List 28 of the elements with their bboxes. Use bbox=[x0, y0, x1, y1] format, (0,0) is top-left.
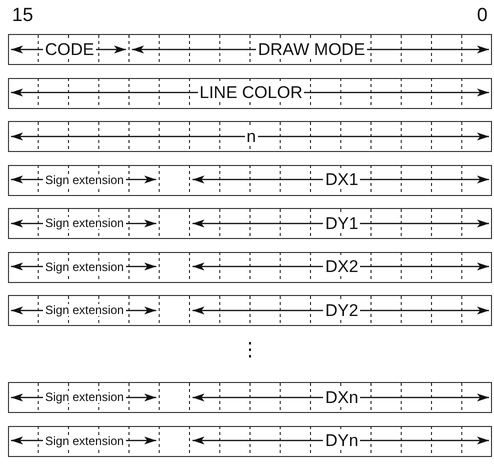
field-label: LINE COLOR bbox=[198, 84, 304, 101]
field-label: DY1 bbox=[323, 214, 360, 232]
register-row bbox=[8, 121, 492, 152]
field-label: Sign extension bbox=[43, 174, 126, 186]
register-row bbox=[8, 252, 492, 282]
field-label: Sign extension bbox=[43, 217, 126, 229]
bit-number: 0 bbox=[477, 6, 488, 25]
field-label: Sign extension bbox=[43, 260, 126, 272]
field-label: DYn bbox=[323, 432, 360, 449]
register-row bbox=[8, 295, 492, 326]
ellipsis-mark: ⋮ bbox=[240, 340, 260, 360]
field-label: n bbox=[244, 128, 258, 144]
register-row bbox=[8, 34, 492, 65]
register-row bbox=[8, 208, 492, 239]
bit-number: 15 bbox=[12, 6, 34, 25]
field-label: Sign extension bbox=[43, 304, 126, 316]
field-label: DY2 bbox=[323, 302, 360, 318]
field-label: DX2 bbox=[323, 258, 360, 275]
register-row bbox=[8, 164, 492, 196]
register-row bbox=[8, 78, 492, 108]
field-label: DRAW MODE bbox=[256, 40, 368, 58]
field-label: CODE bbox=[43, 40, 96, 58]
field-label: Sign extension bbox=[43, 434, 126, 446]
register-row bbox=[8, 426, 492, 456]
field-label: DX1 bbox=[323, 171, 360, 188]
field-label: DXn bbox=[323, 388, 360, 406]
field-label: Sign extension bbox=[43, 391, 126, 403]
register-row bbox=[8, 382, 492, 413]
